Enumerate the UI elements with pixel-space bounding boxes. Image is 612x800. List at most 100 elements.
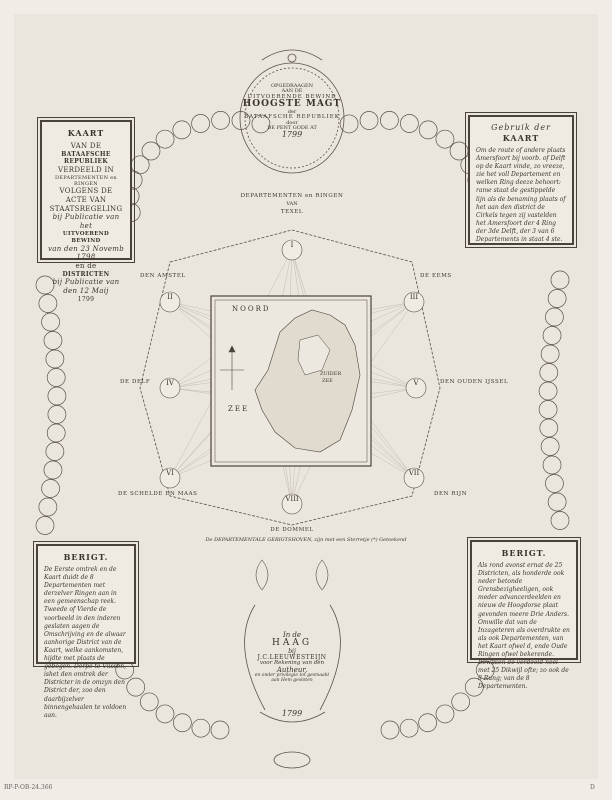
department-label: DE DELF (120, 379, 151, 385)
district-ring (35, 275, 55, 295)
district-ring (173, 713, 192, 733)
district-ring (155, 129, 175, 149)
zuiderzee-label-2: ZEE (322, 378, 333, 384)
department-label: DEN AMSTEL (140, 273, 186, 279)
district-ring (547, 289, 567, 308)
district-ring (251, 114, 271, 134)
sea-label: ZEE (228, 405, 250, 413)
district-ring (38, 497, 58, 517)
district-ring (191, 718, 211, 738)
imprint-year: 1799 (281, 708, 303, 718)
note-heading: BERIGT. (501, 548, 547, 558)
title-line: VERDEELD IN (58, 165, 114, 174)
district-ring (47, 405, 67, 424)
title-line: DISTRICTEN (62, 270, 110, 278)
cartouche-line: DE PENT GODE AT (267, 124, 317, 131)
compass-icon (220, 345, 244, 390)
district-ring (550, 511, 570, 530)
title-line: ACTE VAN STAATSREGELING (49, 195, 123, 213)
ring-numeral: IV (166, 379, 174, 387)
district-ring (45, 442, 65, 461)
title-line: DEPARTEMENTEN en RINGEN (55, 174, 117, 187)
note-cartouche-right: BERIGT. Als rond avonst ernat de 25 Dist… (467, 537, 581, 690)
district-ring (545, 474, 564, 493)
department-circle (159, 467, 181, 489)
district-ring (538, 381, 558, 401)
imprint-line: HAAG (271, 638, 313, 649)
title-line: VOLGENS DE (59, 187, 113, 195)
usage-text: Om de route of andere plaats Amersfoort … (476, 147, 566, 244)
district-ring (41, 479, 60, 498)
district-ring (435, 129, 455, 149)
district-ring (542, 326, 562, 345)
district-ring (540, 437, 560, 456)
note-text: Als rond avonst ernat de 25 Districten, … (478, 562, 570, 691)
district-ring (547, 492, 567, 512)
north-sea-label: NOORD (232, 305, 271, 313)
imprint-line: voor Rekening van den (259, 660, 325, 667)
district-ring (43, 460, 63, 480)
district-ring (399, 718, 419, 738)
department-label: DEN OUDEN IJSSEL (440, 379, 509, 385)
district-ring (380, 720, 400, 740)
title-line: BATAAFSCHE REPUBLIEK (61, 150, 111, 166)
ring-numeral: VII (408, 469, 420, 477)
imprint-line: aan Hem gesloten (271, 678, 313, 684)
district-ring (46, 423, 66, 443)
district-ring (46, 368, 66, 387)
department-label: DEN RIJN (434, 491, 468, 497)
top-wreath (239, 49, 345, 174)
title-line: bij Publicatie van het (52, 213, 120, 230)
title-line: van den 23 Novemb 1798 (48, 244, 125, 262)
department-circle (403, 467, 425, 489)
cartouche-line: AAN DE (281, 88, 303, 95)
map-footer-note: De DEPARTEMENTALE GERIGTSHOVEN, zijn met… (205, 537, 407, 543)
district-ring (43, 331, 63, 350)
corner-mark: D (590, 784, 595, 791)
district-ring (539, 363, 559, 382)
district-ring (45, 349, 65, 369)
district-ring (418, 120, 438, 140)
netherlands-landmass (254, 309, 361, 453)
title-line: bij Publicatie van den 12 Maij (52, 278, 120, 295)
district-ring (210, 720, 230, 740)
department-circle (159, 377, 181, 399)
imprint-line: Autheur, (276, 666, 308, 675)
usage-heading-2: KAART (502, 133, 540, 143)
department-circle (405, 377, 427, 399)
district-ring (339, 114, 359, 134)
imprint-line: en onder privilegie tot gesmaakt (254, 673, 330, 679)
district-ring (475, 660, 495, 680)
cartouche-line: BATAAFSCHE REPUBLIEK (244, 113, 340, 120)
top-cartouche: OPGEDRAAGEN AAN DE UITVOERENDE BEWIND HO… (242, 83, 342, 140)
cartouche-line: der (287, 108, 297, 115)
catalogue-number: RP-P-OB-24.366 (4, 784, 53, 791)
title-line: VAN DE (70, 142, 102, 150)
title-line: 1799 (77, 295, 95, 303)
district-ring (172, 120, 192, 140)
district-ring (359, 111, 379, 130)
district-ring (400, 114, 419, 133)
district-ring (35, 516, 55, 535)
usage-cartouche: Gebruik der KAART Om de route of andere … (465, 112, 577, 248)
title-heading: KAART (67, 128, 105, 138)
cartouche-line: HOOGSTE MAGT (242, 99, 342, 110)
note-text: De Eerste omtrek en de Kaart duidt de 8 … (44, 566, 127, 719)
district-ring (139, 692, 159, 712)
ring-numeral: VI (166, 469, 174, 477)
district-ring (141, 141, 161, 161)
title-line: en de (75, 262, 97, 270)
imprint-line: bij (288, 647, 296, 655)
district-ring (191, 114, 210, 133)
department-circle (159, 291, 181, 313)
district-ring (41, 312, 60, 332)
cartouche-year: 1799 (281, 130, 303, 140)
district-ring (155, 704, 175, 724)
department-label: TEXEL (280, 209, 304, 215)
district-ring (38, 294, 58, 313)
district-ring (538, 400, 558, 419)
map-heading-2: VAN (286, 201, 298, 207)
district-ring (126, 677, 146, 697)
